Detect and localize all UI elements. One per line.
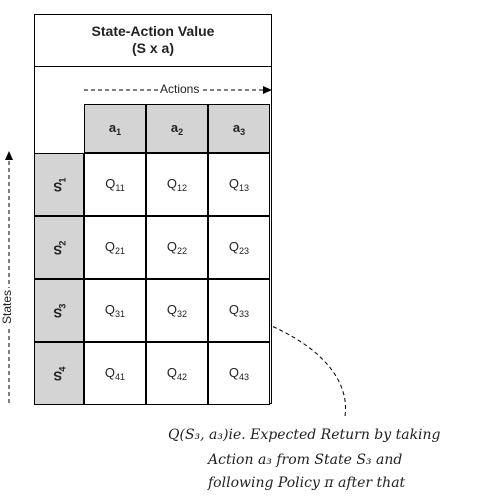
row-header-S3: S3 xyxy=(34,279,84,342)
q-cell: Q13 xyxy=(208,153,270,216)
column-label: a2 xyxy=(170,120,184,137)
column-header-a1: a1 xyxy=(84,104,146,153)
diagram-title: State-Action Value (S x a) xyxy=(34,14,272,67)
q-cell: Q11 xyxy=(84,153,146,216)
row-header-S4: S4 xyxy=(34,342,84,405)
q-cell: Q22 xyxy=(146,216,208,279)
q-cell: Q21 xyxy=(84,216,146,279)
annotation-line-1: Q(S₃, a₃)ie. Expected Return by taking xyxy=(168,427,441,443)
q-cell: Q41 xyxy=(84,342,146,405)
annotation-arrow-line xyxy=(261,321,347,417)
row-header-S2: S2 xyxy=(34,216,84,279)
q-cell: Q43 xyxy=(208,342,270,405)
q-value: Q13 xyxy=(228,176,250,193)
q-value: Q21 xyxy=(104,239,126,256)
row-label: S1 xyxy=(53,177,68,195)
title-line-1: State-Action Value xyxy=(91,23,215,39)
q-cell: Q23 xyxy=(208,216,270,279)
q-value: Q42 xyxy=(166,365,188,382)
q-cell: Q31 xyxy=(84,279,146,342)
q-cell: Q32 xyxy=(146,279,208,342)
column-header-a3: a3 xyxy=(208,104,270,153)
q-value: Q11 xyxy=(105,176,125,193)
column-label: a1 xyxy=(108,120,122,137)
actions-label: Actions xyxy=(158,82,202,96)
q-cell: Q33 xyxy=(208,279,270,342)
states-arrow-head xyxy=(5,151,13,160)
row-label: S3 xyxy=(53,303,68,321)
q-value: Q12 xyxy=(166,176,188,193)
q-value: Q32 xyxy=(166,302,188,319)
row-label: S4 xyxy=(53,366,68,384)
q-value: Q23 xyxy=(228,239,250,256)
title-line-2: (S x a) xyxy=(131,40,174,56)
actions-arrow-head xyxy=(263,86,272,94)
q-value: Q31 xyxy=(104,302,126,319)
column-header-a2: a2 xyxy=(146,104,208,153)
column-label: a3 xyxy=(232,120,246,137)
row-header-S1: S1 xyxy=(34,153,84,216)
q-value: Q41 xyxy=(104,365,126,382)
annotation-line-2: Action a₃ from State S₃ and xyxy=(208,452,403,468)
q-value: Q22 xyxy=(166,239,188,256)
q-value: Q33 xyxy=(228,302,250,319)
row-label: S2 xyxy=(53,240,68,258)
annotation-line-3: following Policy π after that xyxy=(208,475,406,491)
states-label: States xyxy=(0,287,15,327)
q-value: Q43 xyxy=(228,365,250,382)
q-cell: Q42 xyxy=(146,342,208,405)
q-cell: Q12 xyxy=(146,153,208,216)
